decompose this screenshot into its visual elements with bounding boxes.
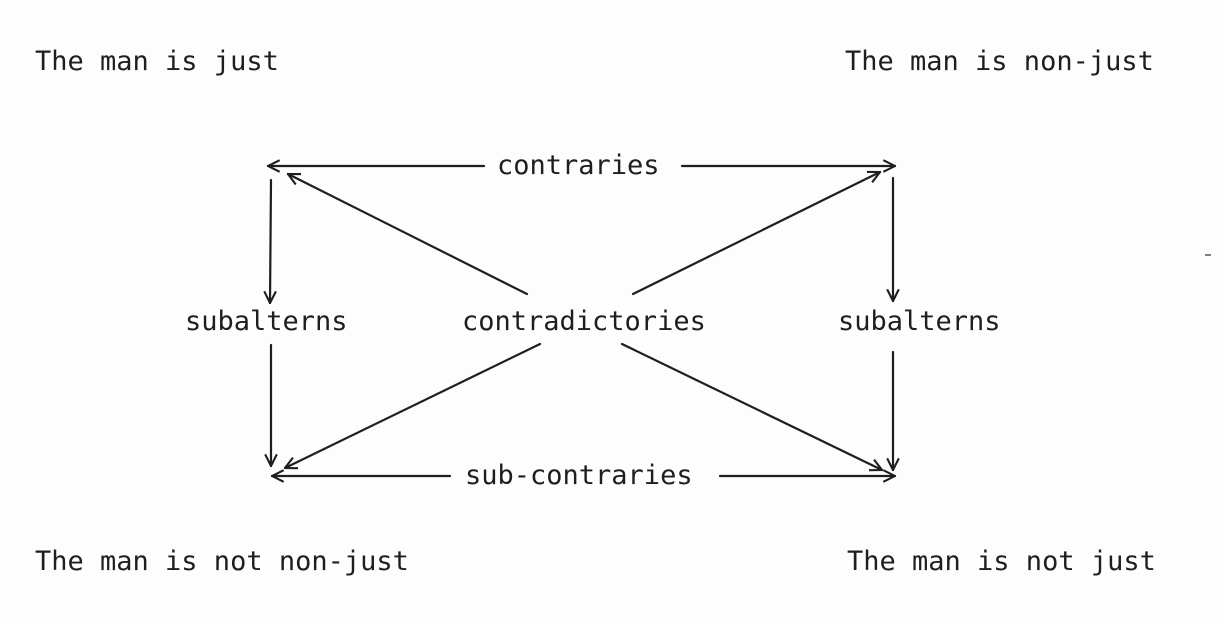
corner-top-left: The man is just xyxy=(35,46,279,77)
contradictories-arrow-bottom-right xyxy=(620,342,882,470)
label-subalterns-right: subalterns xyxy=(838,306,1001,337)
corner-bottom-left: The man is not non-just xyxy=(35,546,409,577)
corner-bottom-right: The man is not just xyxy=(847,546,1156,577)
contradictories-arrow-top-right xyxy=(631,172,880,296)
contradictories-arrow-bottom-left xyxy=(285,342,542,468)
label-contraries: contraries xyxy=(497,150,660,181)
label-subalterns-left: subalterns xyxy=(185,306,348,337)
label-contradictories: contradictories xyxy=(462,306,706,337)
contradictories-arrow-top-left xyxy=(288,172,529,296)
subalterns-arrow-top-left xyxy=(270,178,271,303)
corner-top-right: The man is non-just xyxy=(845,46,1154,77)
label-sub-contraries: sub-contraries xyxy=(465,460,693,491)
